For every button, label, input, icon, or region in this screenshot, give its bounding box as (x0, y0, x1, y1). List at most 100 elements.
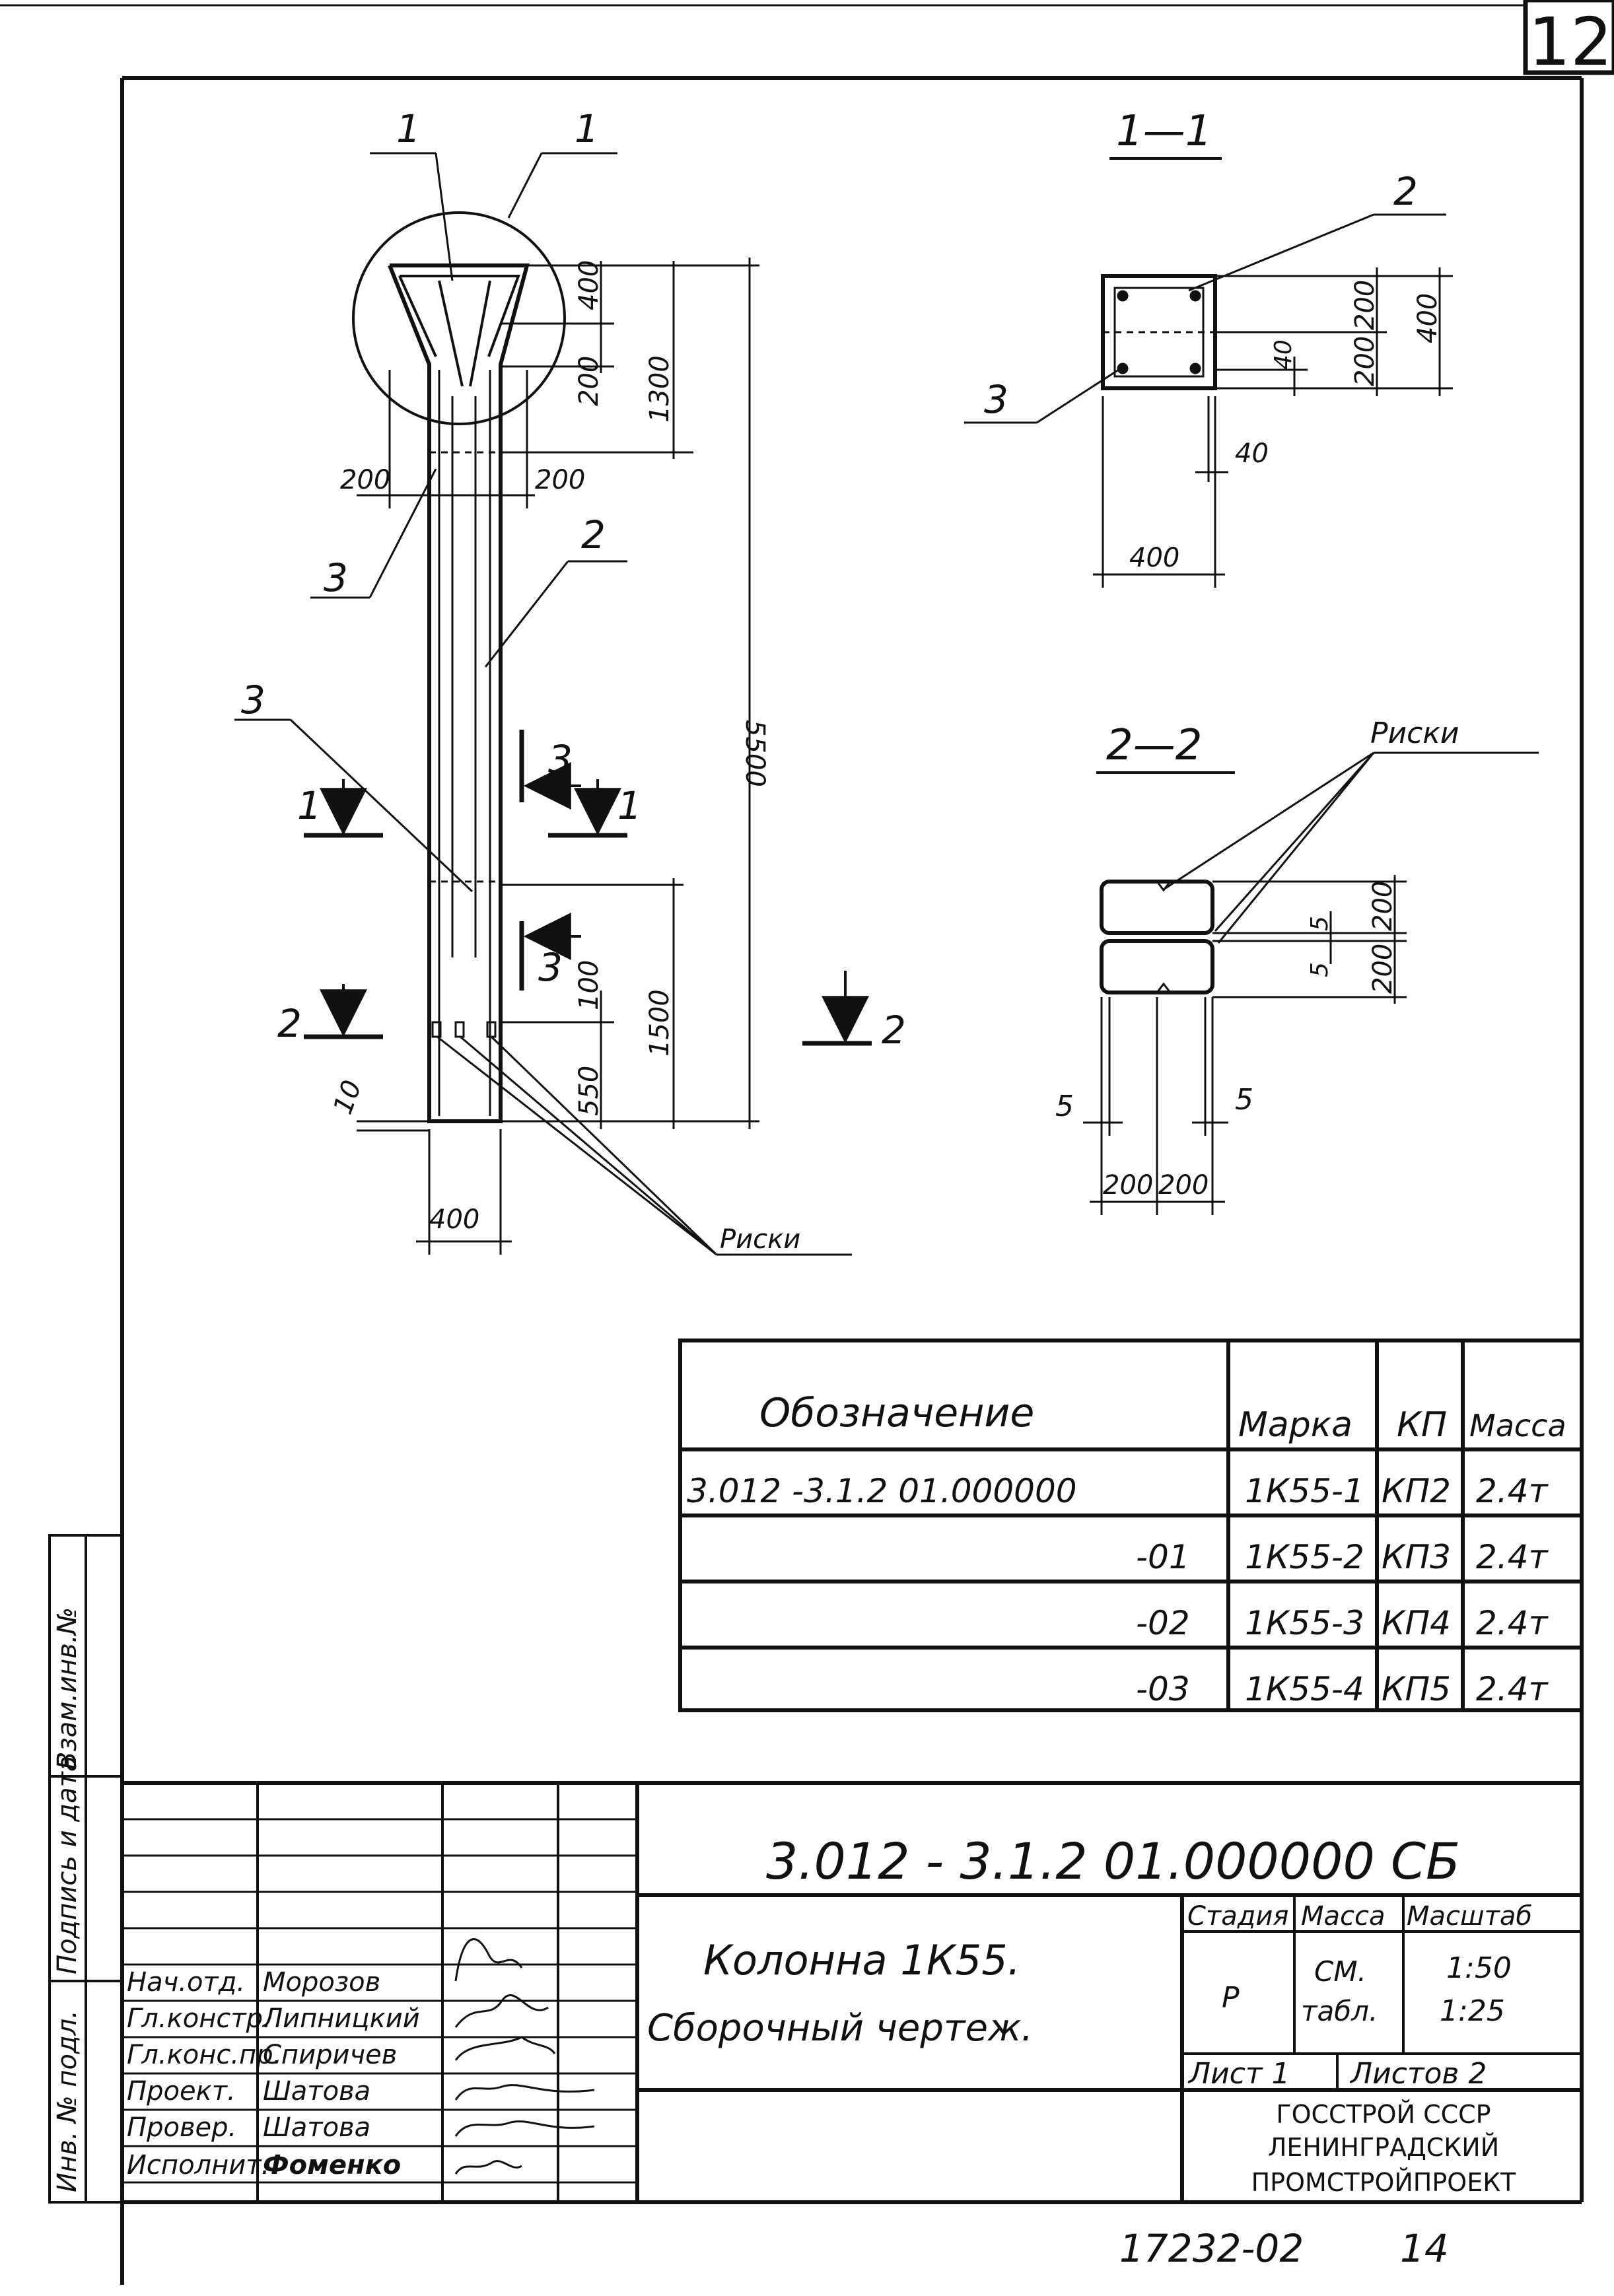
dim-1300: 1300 (645, 355, 675, 423)
section-2-2 (1083, 751, 1539, 1215)
section-1-1-title: 1—1 (1116, 107, 1212, 156)
leader-label-1b: 1 (575, 106, 599, 151)
org-line2: ЛЕНИНГРАДСКИЙ (1268, 2133, 1499, 2162)
spec-row-3-kp: КП4 (1382, 1604, 1451, 1642)
scale-value-2: 1:25 (1440, 1994, 1505, 2028)
leader-label-3b: 3 (241, 678, 265, 722)
drawing-name-line2: Сборочный чертеж. (647, 2007, 1033, 2050)
leader-label-2: 2 (581, 512, 606, 557)
section-1-1-leader-2: 2 (1393, 169, 1418, 214)
spec-row-3-mark: 1К55-3 (1245, 1604, 1364, 1642)
mass-header: Масса (1301, 1901, 1386, 1931)
dim-400-bottom: 400 (429, 1204, 479, 1235)
side-strip (48, 1534, 123, 2204)
spec-row-4-mark: 1К55-4 (1245, 1670, 1364, 1708)
spec-header-designation: Обозначение (759, 1390, 1034, 1436)
dim-200-right: 200 (535, 465, 585, 495)
staff-name-4: Шатова (263, 2076, 370, 2106)
signature-date-label: Подпись и дата (52, 1756, 83, 1974)
stage-header: Стадия (1187, 1901, 1288, 1931)
section-2-2-title: 2—2 (1106, 721, 1202, 770)
staff-role-1: Нач.отд. (127, 1967, 245, 1998)
section-1-1-leader-3: 3 (984, 377, 1008, 422)
column-elevation (352, 211, 566, 1123)
section-2-2-dim-200v2: 200 (1368, 944, 1398, 994)
section-2-2-dim-5-left: 5 (1055, 1090, 1074, 1123)
staff-role-4: Проект. (127, 2076, 236, 2106)
staff-role-2: Гл.констр. (127, 2003, 271, 2034)
bottom-number: 17232-02 (1119, 2226, 1304, 2271)
cut-label-1-left: 1 (297, 783, 322, 828)
org-line3: ПРОМСТРОЙПРОЕКТ (1251, 2168, 1517, 2197)
section-1-1-dim-40h: 40 (1235, 438, 1269, 469)
staff-name-3: Спиричев (263, 2040, 397, 2070)
spec-row-4-designation: -03 (1136, 1670, 1190, 1708)
riski-label-elevation: Риски (720, 1224, 800, 1255)
spec-row-1-kp: КП2 (1382, 1472, 1451, 1510)
staff-role-5: Провер. (127, 2112, 236, 2143)
spec-header-mark: Марка (1238, 1405, 1352, 1445)
section-2-2-dim-200h2: 200 (1158, 1170, 1209, 1200)
staff-role-3: Гл.конс.пр. (127, 2040, 281, 2070)
spec-row-3-mass: 2.4т (1476, 1604, 1549, 1642)
inv-orig-label: Инв. № подл. (52, 2010, 83, 2192)
spec-row-4-mass: 2.4т (1476, 1670, 1549, 1708)
section-2-2-dim-5a: 5 (1306, 916, 1333, 931)
spec-row-2-mark: 1К55-2 (1245, 1538, 1364, 1576)
spec-row-1-mark: 1К55-1 (1245, 1472, 1364, 1510)
stage-value: Р (1222, 1981, 1240, 2015)
title-block (122, 1781, 1582, 2202)
mass-value-1: СМ. (1314, 1955, 1366, 1988)
elevation-dimensions (357, 258, 759, 1255)
section-1-1-dim-200b: 200 (1350, 336, 1380, 386)
section-1-1-dim-400h: 400 (1129, 543, 1179, 573)
signature-scribbles (454, 1938, 595, 2174)
dim-100: 100 (574, 960, 604, 1010)
spec-row-2-mass: 2.4т (1476, 1538, 1549, 1576)
sheet-number: 12 (1528, 3, 1612, 81)
bottom-page: 14 (1400, 2226, 1449, 2271)
staff-name-2: Липницкий (262, 2003, 420, 2034)
spec-header-kp: КП (1397, 1405, 1447, 1445)
riski-label-section: Риски (1370, 716, 1459, 750)
spec-header-mass: Масса (1469, 1408, 1566, 1444)
elevation-leaders (234, 152, 852, 1256)
staff-name-1: Морозов (263, 1967, 380, 1998)
leader-label-3a: 3 (324, 555, 348, 600)
cut-label-3-lower: 3 (538, 945, 563, 990)
section-1-1-dim-400v: 400 (1413, 293, 1443, 343)
section-2-2-dim-5-right: 5 (1235, 1083, 1253, 1117)
spec-row-1-mass: 2.4т (1476, 1472, 1549, 1510)
dim-200-top: 200 (574, 356, 604, 406)
cut-label-3-upper: 3 (548, 737, 573, 782)
sheet-label: Лист 1 (1187, 2057, 1290, 2091)
spec-row-4-kp: КП5 (1382, 1670, 1451, 1708)
staff-name-5: Шатова (263, 2112, 370, 2143)
section-1-1-dim-200a: 200 (1350, 280, 1380, 330)
drawing-name-line1: Колонна 1К55. (703, 1936, 1020, 1984)
section-2-2-dim-200v1: 200 (1368, 881, 1398, 931)
section-1-1 (964, 157, 1453, 588)
org-line1: ГОССТРОЙ СССР (1276, 2100, 1491, 2129)
spec-row-2-kp: КП3 (1382, 1538, 1451, 1576)
section-2-2-dim-200h1: 200 (1103, 1170, 1153, 1200)
dim-5500: 5500 (740, 720, 770, 787)
cut-label-1-right: 1 (617, 783, 642, 828)
spec-table (678, 1339, 1584, 1712)
dim-550: 550 (574, 1066, 604, 1116)
scale-value-1: 1:50 (1446, 1951, 1512, 1985)
spec-row-2-designation: -01 (1136, 1538, 1190, 1576)
sheets-label: Листов 2 (1349, 2057, 1487, 2091)
mass-value-2: табл. (1301, 1995, 1378, 2027)
spec-row-3-designation: -02 (1136, 1604, 1190, 1642)
section-cut-arrows (320, 762, 869, 1044)
dim-400-top: 400 (574, 260, 604, 310)
dim-1500: 1500 (645, 989, 675, 1057)
scale-header: Масштаб (1407, 1901, 1532, 1931)
section-2-2-dim-5b: 5 (1306, 962, 1333, 977)
section-1-1-dim-40v: 40 (1270, 339, 1297, 370)
leader-label-1a: 1 (396, 106, 421, 151)
staff-role-6: Исполнит. (127, 2150, 269, 2180)
cut-label-2-left: 2 (277, 1001, 302, 1046)
